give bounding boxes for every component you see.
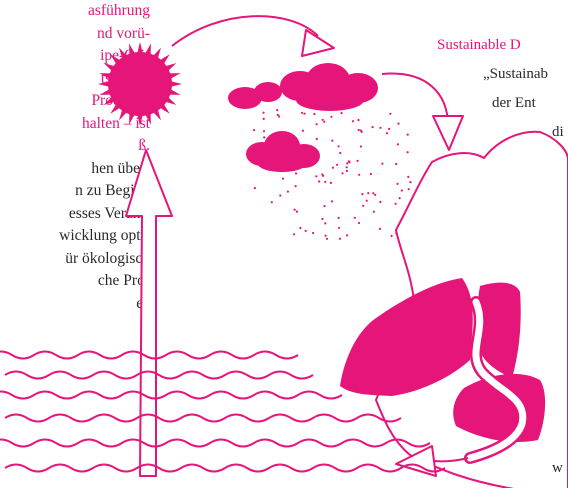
arrowhead — [433, 116, 463, 150]
right-line: di — [552, 124, 564, 141]
right-heading: Sustainable D — [437, 37, 521, 54]
sun-icon — [98, 42, 182, 126]
right-line: der Ent — [492, 95, 536, 112]
rain-drops — [253, 109, 412, 240]
evaporation-arrow — [126, 150, 172, 476]
cloud-icon — [228, 63, 378, 111]
right-line: „Sustainab — [483, 66, 548, 83]
arrowhead — [302, 30, 334, 56]
cloud-icon — [246, 131, 320, 172]
sun-to-cloud-arrow — [172, 16, 318, 46]
bottom-fragment: w — [552, 460, 563, 477]
